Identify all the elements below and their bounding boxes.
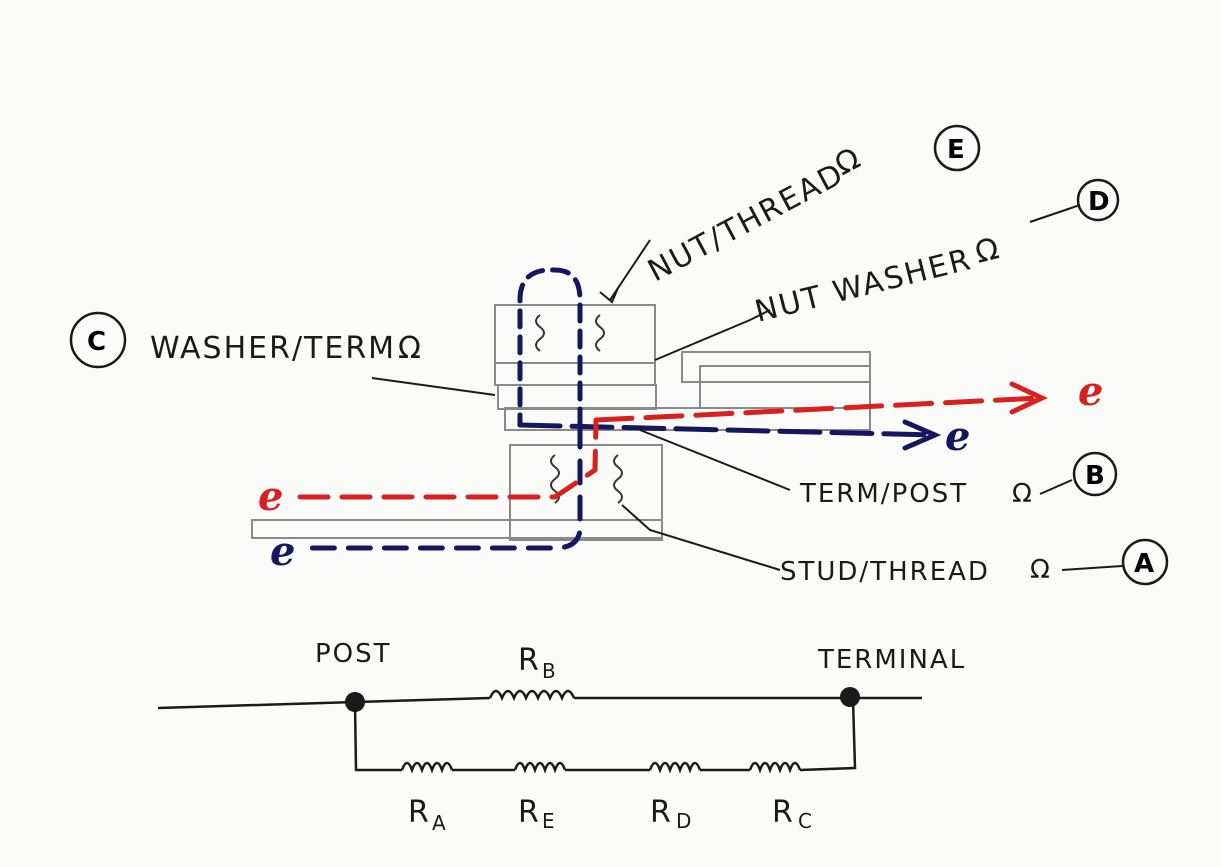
ohm-symbol-b: Ω — [1012, 479, 1034, 509]
post-base-plate — [251, 519, 663, 539]
blue-flow-label-out: e — [945, 413, 970, 460]
terminal-node — [840, 687, 860, 707]
rc-label-main: R — [772, 795, 795, 830]
label-washer-term: WASHER/TERM — [150, 331, 396, 366]
rd-label-main: R — [650, 795, 673, 830]
rb-label-sub: B — [542, 659, 558, 683]
ra-label-main: R — [408, 795, 431, 830]
label-stud-thread: STUD/THREAD — [780, 557, 990, 587]
branch-right-rise — [799, 699, 857, 772]
blue-arrowhead — [902, 419, 942, 451]
re-label-main: R — [518, 795, 541, 830]
label-nut-washer: NUT WASHER Ω — [751, 231, 1005, 330]
blue-loop — [517, 267, 583, 428]
red-upper — [593, 395, 1043, 423]
red-current-path — [297, 381, 1048, 500]
rc-resistor — [748, 761, 802, 774]
red-flow-label-in: e — [258, 473, 283, 520]
label-nut-thread: NUT/THREAD Ω — [642, 140, 867, 289]
marker-d-letter: D — [1088, 187, 1110, 217]
marker-a-circle — [1121, 538, 1169, 586]
rb-label: R B — [518, 643, 558, 683]
schematic — [157, 689, 922, 774]
marker-a-letter: A — [1134, 549, 1154, 579]
red-flow-label-out: e — [1078, 368, 1103, 415]
branch-left-drop — [353, 701, 402, 772]
marker-e-letter: E — [947, 135, 965, 165]
leader-d — [1029, 204, 1081, 223]
rd-resistor — [648, 761, 702, 774]
ra-resistor — [400, 761, 454, 774]
blue-flow-label-in: e — [270, 528, 295, 575]
post-label: POST — [315, 639, 392, 669]
blue-current-path — [297, 267, 942, 551]
re-resistor — [513, 761, 567, 774]
post-node — [345, 692, 365, 712]
leader-a — [1061, 565, 1123, 571]
post-body — [509, 444, 663, 541]
re-label: R E — [518, 795, 557, 833]
ra-label: R A — [408, 795, 448, 835]
rb-label-main: R — [518, 643, 541, 678]
label-nut-washer-text: NUT WASHER — [751, 242, 975, 330]
marker-b-circle — [1072, 451, 1118, 497]
red-arrowhead — [1009, 381, 1048, 415]
ohm-symbol-a: Ω — [1030, 555, 1052, 585]
rb-resistor — [488, 689, 576, 702]
leader-lines — [371, 239, 791, 571]
ohm-symbol-c: Ω — [398, 331, 423, 366]
terminal-label: TERMINAL — [817, 645, 966, 675]
main-wire-to-rb — [354, 696, 491, 704]
rd-label-sub: D — [676, 809, 693, 833]
blue-loop-lower — [297, 422, 583, 551]
marker-c-letter: C — [87, 327, 106, 357]
terminal-tab-inner — [699, 365, 871, 409]
ohm-symbol-d: Ω — [972, 231, 1005, 271]
blue-horizontal — [517, 422, 938, 438]
rc-label-sub: C — [798, 809, 814, 833]
re-label-sub: E — [542, 809, 557, 833]
label-term-post: TERM/POST — [799, 479, 968, 509]
label-nut-thread-text: NUT/THREAD — [642, 156, 850, 289]
marker-e-circle — [933, 124, 981, 172]
marker-d-circle — [1076, 178, 1120, 222]
leader-b — [1039, 479, 1073, 495]
rc-label: R C — [772, 795, 814, 833]
marker-b-letter: B — [1085, 461, 1105, 491]
red-lower — [297, 417, 599, 500]
ra-label-sub: A — [432, 811, 448, 835]
marker-c-circle — [69, 311, 127, 369]
main-wire-left — [157, 700, 356, 710]
rd-label: R D — [650, 795, 693, 833]
